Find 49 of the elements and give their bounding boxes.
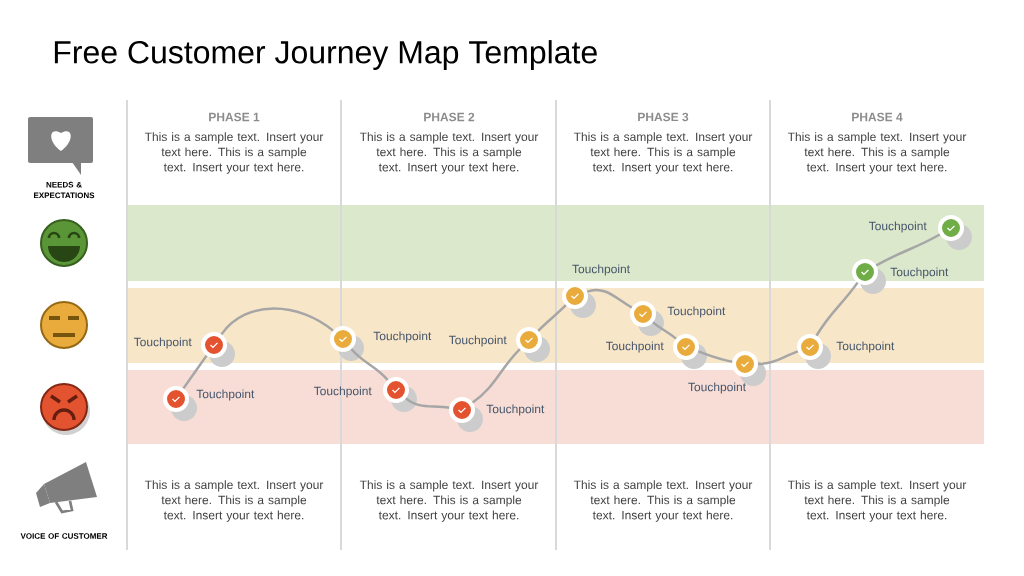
touchpoint-label: Touchpoint [688,382,746,394]
touchpoint-label: Touchpoint [605,341,664,353]
journey-curve [220,307,334,336]
journey-curve [405,397,450,409]
touchpoint-marker [630,301,664,336]
description-text: This is a sample text. Insert your text here. This is a sample text. Insert your text here. [359,480,539,522]
description-text: This is a sample text. Insert your text here. This is a sample text. Insert your text here. [573,132,753,174]
touchpoint-label: Touchpoint [486,404,545,416]
journey-curve [537,304,567,332]
phase-heading: PHASE 4 [852,112,903,122]
row-label: VOICE OF CUSTOMER [20,533,108,539]
touchpoint-label: Touchpoint [313,386,372,398]
journey-curve [697,350,733,363]
touchpoint-marker [201,332,235,367]
touchpoint-label: Touchpoint [667,306,726,318]
touchpoint-label: Touchpoint [868,221,927,233]
touchpoint-label: Touchpoint [133,337,192,349]
touchpoint-marker [163,386,197,421]
phase-heading: PHASE 3 [638,112,689,122]
touchpoint-marker [449,397,483,432]
description-text: This is a sample text. Insert your text here. This is a sample text. Insert your text here. [787,480,967,522]
touchpoint-label: Touchpoint [572,264,630,276]
touchpoint-marker [852,259,886,294]
journey-curve [471,348,521,404]
touchpoint-marker [516,327,550,362]
phase-heading: PHASE 1 [209,112,260,122]
touchpoint-marker [562,283,596,318]
description-text: This is a sample text. Insert your text here. This is a sample text. Insert your text here. [573,480,753,522]
touchpoint-label: Touchpoint [448,335,507,347]
journey-curve [350,348,389,381]
title: Free Customer Journey Map Template [54,40,597,70]
description-text: This is a sample text. Insert your text here. This is a sample text. Insert your text here. [787,132,967,174]
phase-heading: PHASE 2 [424,112,475,122]
row-label: NEEDS & EXPECTATIONS [34,181,95,199]
description-text: This is a sample text. Insert your text here. This is a sample text. Insert your text here. [359,132,539,174]
touchpoint-label: Touchpoint [373,331,432,343]
description-text: This is a sample text. Insert your text here. This is a sample text. Insert your text here. [144,480,324,522]
touchpoint-marker [673,334,707,369]
touchpoint-label: Touchpoint [196,389,255,401]
touchpoint-label: Touchpoint [890,267,949,279]
journey-curve [652,321,677,340]
touchpoint-marker [938,215,972,250]
journey-curve [757,350,799,366]
touchpoint-marker [330,326,364,361]
touchpoint-marker [383,377,417,412]
touchpoint-label: Touchpoint [836,341,895,353]
journey-curve [182,354,208,390]
description-text: This is a sample text. Insert your text here. This is a sample text. Insert your text here. [144,132,324,174]
touchpoint-marker [797,334,831,369]
